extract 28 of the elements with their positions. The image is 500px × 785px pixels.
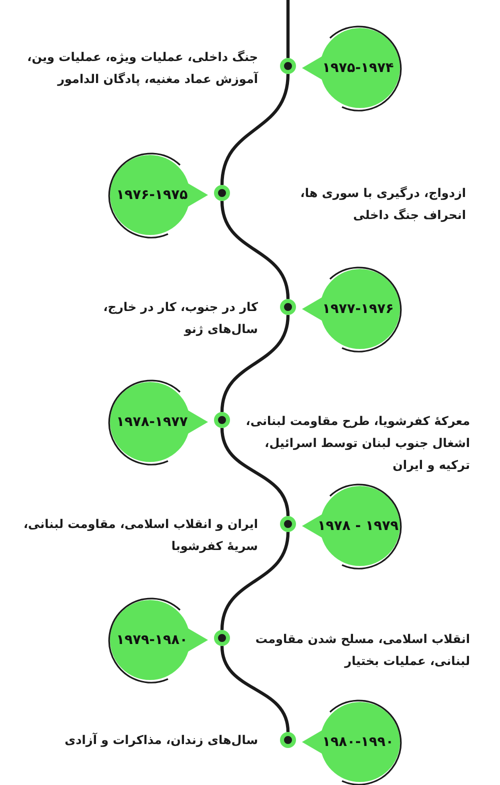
timeline-dot xyxy=(280,516,296,532)
timeline-dot xyxy=(280,299,296,315)
timeline-dot xyxy=(214,185,230,201)
event-text: انقلاب اسلامی، مسلح شدن مقاومت لبنانی، عملیات بختیار xyxy=(254,631,470,670)
year-range: ۱۹۷۶-۱۹۷۵ xyxy=(116,187,188,203)
timeline-dot xyxy=(214,630,230,646)
timeline-line xyxy=(220,314,290,412)
year-range: ۱۹۷۵-۱۹۷۴ xyxy=(322,60,394,76)
event-text: ایران و انقلاب اسلامی، مقاومت لبنانی، سریهٔ کفرشوبا xyxy=(22,516,258,555)
year-range: ۱۹۷۷-۱۹۷۶ xyxy=(322,301,394,317)
event-text: کار در جنوب، کار در خارج، سال‌های ژنو xyxy=(102,299,258,338)
timeline-dot xyxy=(280,58,296,74)
year-range: ۱۹۸۰-۱۹۹۰ xyxy=(322,734,394,750)
event-text: سال‌های زندان، مذاکرات و آزادی xyxy=(64,732,258,749)
timeline-line xyxy=(220,200,290,300)
timeline-line xyxy=(220,74,290,186)
year-range: ۱۹۷۸-۱۹۷۷ xyxy=(116,414,188,430)
year-range: ۱۹۷۹-۱۹۸۰ xyxy=(116,632,188,648)
timeline-line xyxy=(286,0,290,58)
event-text: ازدواج، درگیری با سوری ها، انحراف جنگ داخلی xyxy=(299,185,466,224)
year-range: ۱۹۷۸ - ۱۹۷۹ xyxy=(318,518,398,534)
timeline-dot xyxy=(280,732,296,748)
timeline-line xyxy=(220,646,290,732)
timeline-line xyxy=(220,532,290,630)
timeline-line xyxy=(220,428,290,516)
event-text: معرکهٔ کفرشویا، طرح مقاومت لبنانی، اشغال جنوب لبنان توسط اسرائیل، ترکیه و ایران xyxy=(244,413,470,474)
timeline-dot xyxy=(214,412,230,428)
event-text: جنگ داخلی، عملیات ویژه، عملیات وین، آموزش عماد مغنیه، پادگان الدامور xyxy=(26,49,258,88)
